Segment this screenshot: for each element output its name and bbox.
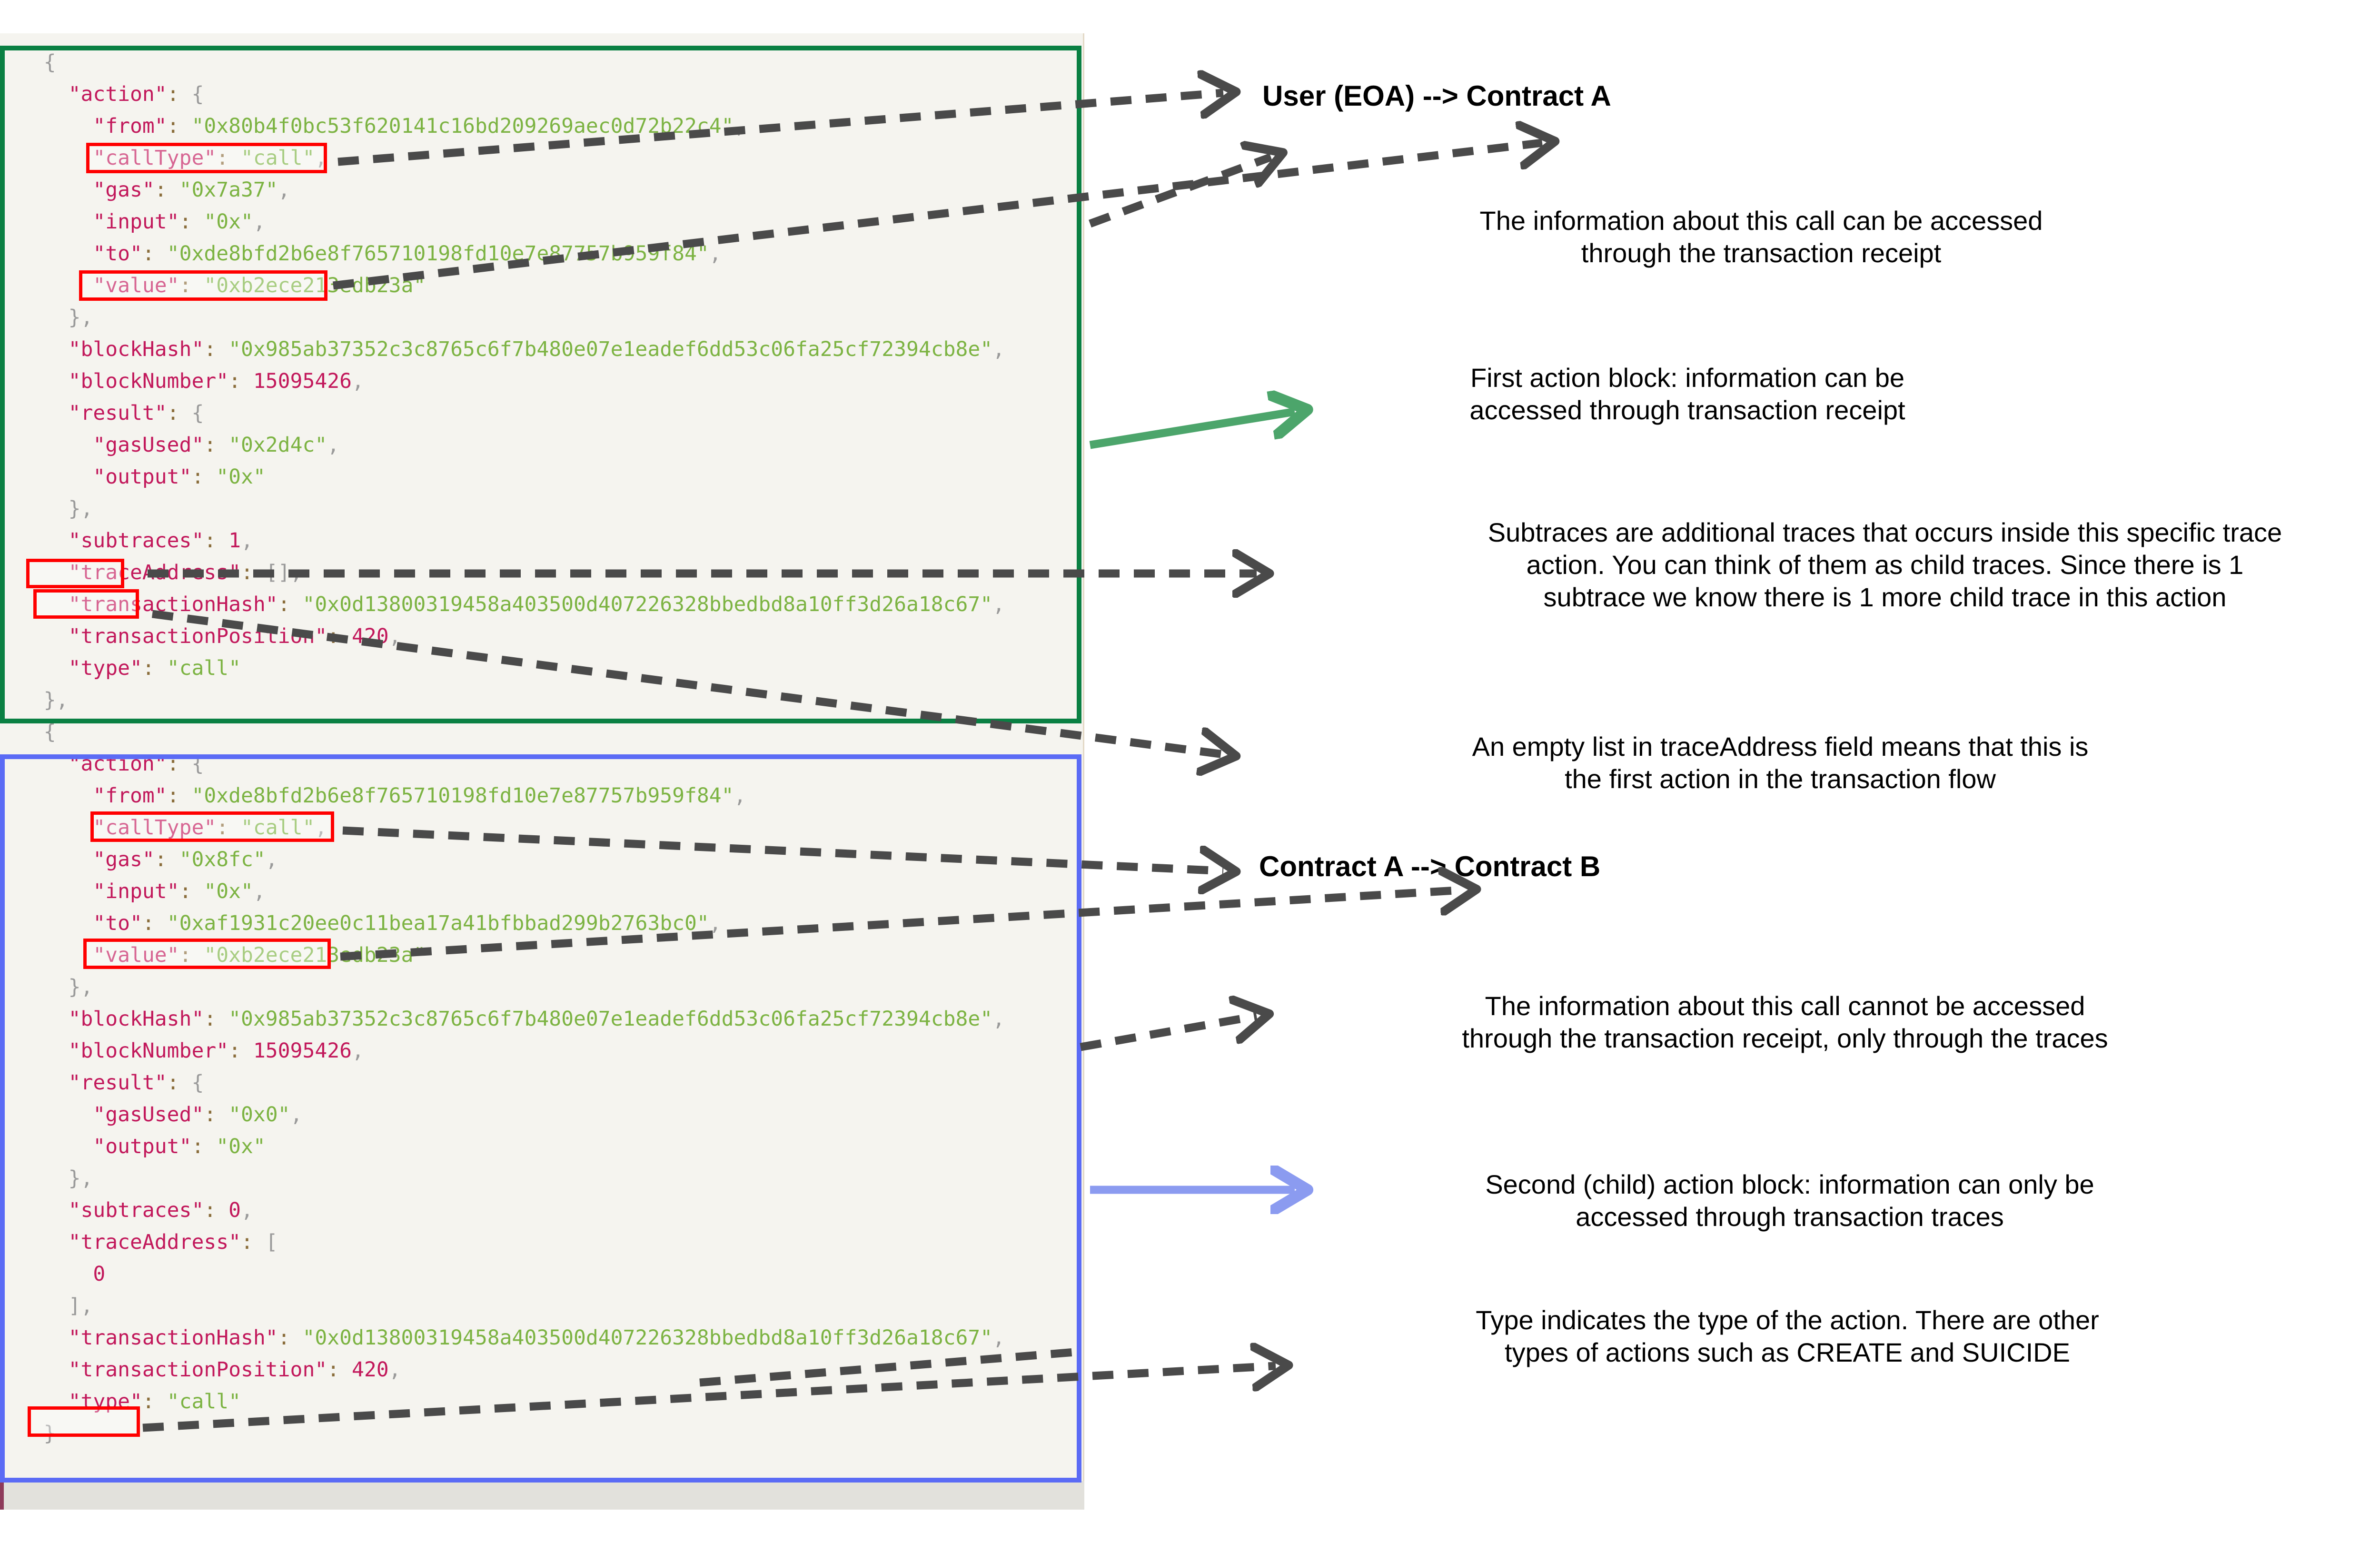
annotation-subtraces-line2: action. You can think of them as child t…: [1526, 549, 2244, 580]
annotation-user-to-contract-a: User (EOA) --> Contract A: [1262, 80, 1611, 112]
annotation-subtraces-line3: subtrace we know there is 1 more child t…: [1543, 582, 2227, 612]
annotation-receipt-access-line1: The information about this call can be a…: [1479, 206, 2043, 236]
annotation-second-action-block-line1: Second (child) action block: information…: [1485, 1169, 2094, 1199]
annotation-traceaddress-empty: An empty list in traceAddress field mean…: [1242, 731, 2318, 795]
annotation-not-in-receipt: The information about this call cannot b…: [1238, 990, 2332, 1055]
annotation-type-field-line2: types of actions such as CREATE and SUIC…: [1505, 1337, 2070, 1367]
annotation-subtraces-line1: Subtraces are additional traces that occ…: [1488, 517, 2282, 547]
arrow-to-receipt-access: [1089, 157, 1271, 227]
code-panel-bottom-strip: [0, 1481, 1084, 1510]
annotation-not-in-receipt-line2: through the transaction receipt, only th…: [1462, 1023, 2108, 1053]
annotation-traceaddress-empty-line2: the first action in the transaction flow: [1565, 763, 1996, 794]
json-code-text: { "action": { "from": "0x80b4f0bc53f6201…: [43, 50, 1005, 1445]
annotation-receipt-access: The information about this call can be a…: [1285, 205, 2237, 269]
arrow-green-first-action-block: [1089, 412, 1295, 449]
annotation-type-field: Type indicates the type of the action. T…: [1295, 1304, 2280, 1369]
annotation-type-field-line1: Type indicates the type of the action. T…: [1476, 1305, 2099, 1335]
annotation-second-action-block: Second (child) action block: information…: [1307, 1168, 2273, 1233]
annotation-contract-a-to-b: Contract A --> Contract B: [1259, 850, 1601, 882]
annotation-first-action-block-line2: accessed through transaction receipt: [1469, 395, 1905, 425]
arrow-to-not-in-receipt: [1080, 1016, 1257, 1051]
annotation-first-action-block-line1: First action block: information can be: [1470, 363, 1904, 393]
annotation-subtraces: Subtraces are additional traces that occ…: [1219, 516, 2380, 613]
annotation-receipt-access-line2: through the transaction receipt: [1581, 237, 1942, 268]
annotation-first-action-block: First action block: information can be a…: [1307, 362, 2068, 426]
json-code-panel: { "action": { "from": "0x80b4f0bc53f6201…: [0, 33, 1084, 1490]
annotation-traceaddress-empty-line1: An empty list in traceAddress field mean…: [1472, 731, 2089, 761]
annotation-not-in-receipt-line1: The information about this call cannot b…: [1485, 991, 2085, 1021]
annotation-second-action-block-line2: accessed through transaction traces: [1576, 1201, 2004, 1232]
